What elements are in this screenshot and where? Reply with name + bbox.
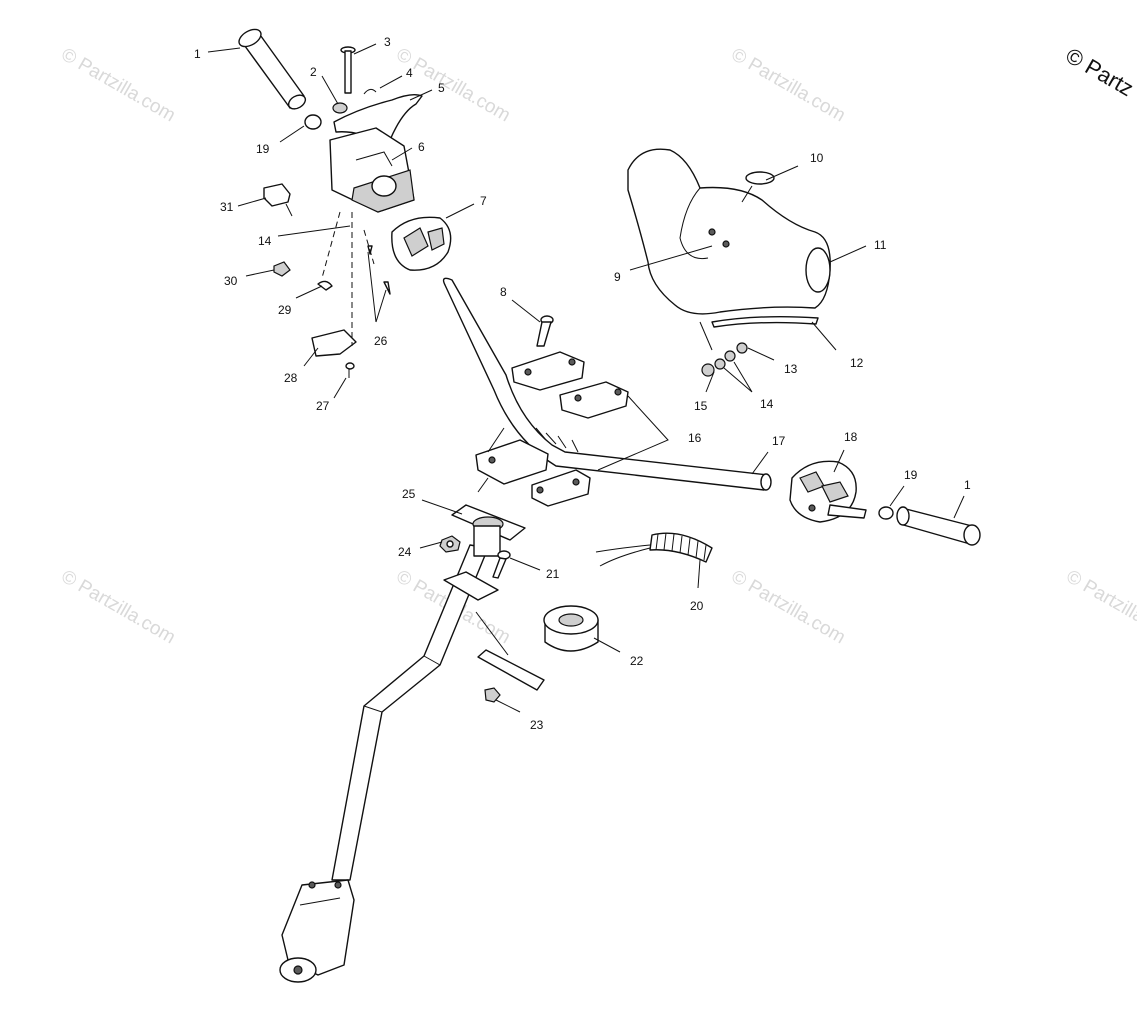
- callout-25: 25: [402, 487, 416, 501]
- callout-16: 16: [688, 431, 702, 445]
- callout-7: 7: [480, 194, 487, 208]
- callout-21: 21: [546, 567, 560, 581]
- callout-9: 9: [614, 270, 621, 284]
- part-1-grip-right: [897, 507, 980, 545]
- callout-19-right: 19: [904, 468, 918, 482]
- part-1-grip-left: [236, 26, 308, 112]
- callout-12: 12: [850, 356, 864, 370]
- part-31-switch: [264, 184, 292, 216]
- callout-15: 15: [694, 399, 708, 413]
- assembly-dashes: [322, 212, 374, 346]
- callout-17: 17: [772, 434, 786, 448]
- watermark-4: © Partzilla.com: [58, 566, 179, 648]
- callout-5: 5: [438, 81, 445, 95]
- callout-2: 2: [310, 65, 317, 79]
- callout-30: 30: [224, 274, 238, 288]
- callout-13: 13: [784, 362, 798, 376]
- callout-10: 10: [810, 151, 824, 165]
- callout-24: 24: [398, 545, 412, 559]
- part-4-clip: [364, 89, 376, 94]
- callout-8: 8: [500, 285, 507, 299]
- part-7-cover: [392, 217, 451, 270]
- steering-post: [280, 545, 488, 982]
- part-19-cap-right: [879, 507, 893, 519]
- copyright-mark: © Partz: [1062, 43, 1137, 101]
- part-19-cap-left: [305, 115, 321, 129]
- watermark-6: © Partzilla.com: [728, 566, 849, 648]
- parts-26-30-hardware: [274, 246, 390, 378]
- watermark-7: © Partzilla.com: [1063, 566, 1137, 648]
- callout-1-left: 1: [194, 47, 201, 61]
- callout-20: 20: [690, 599, 704, 613]
- part-22-ring: [544, 606, 598, 651]
- part-2-washer: [333, 103, 347, 113]
- watermark-3: © Partzilla.com: [728, 44, 849, 126]
- callout-1-right: 1: [964, 478, 971, 492]
- parts-13-15-hardware: [702, 343, 747, 376]
- part-20-cable: [596, 533, 712, 588]
- callout-4: 4: [406, 66, 413, 80]
- part-11-pad: [628, 149, 830, 314]
- part-24-nut: [440, 536, 460, 552]
- callout-27: 27: [316, 399, 330, 413]
- part-18-switch: [790, 461, 866, 522]
- watermark-2: © Partzilla.com: [393, 44, 514, 126]
- part-8-bolt: [537, 316, 553, 346]
- callout-11: 11: [874, 238, 887, 252]
- callout-26: 26: [374, 334, 388, 348]
- callout-23: 23: [530, 718, 544, 732]
- callout-14-left: 14: [258, 234, 272, 248]
- callout-19-left: 19: [256, 142, 270, 156]
- watermarks: © Partzilla.com © Partzilla.com © Partzi…: [58, 44, 1137, 648]
- callout-22: 22: [630, 654, 644, 668]
- callout-18: 18: [844, 430, 858, 444]
- callout-29: 29: [278, 303, 292, 317]
- callout-3: 3: [384, 35, 391, 49]
- callout-6: 6: [418, 140, 425, 154]
- watermark-1: © Partzilla.com: [58, 44, 179, 126]
- callout-31: 31: [220, 200, 234, 214]
- part-3-pin: [341, 47, 355, 93]
- part-25-flange: [452, 505, 525, 556]
- part-12-strip: [712, 317, 818, 327]
- part-6-housing: [330, 128, 414, 212]
- part-23-pin: [476, 612, 544, 702]
- callout-14-right: 14: [760, 397, 774, 411]
- callout-28: 28: [284, 371, 298, 385]
